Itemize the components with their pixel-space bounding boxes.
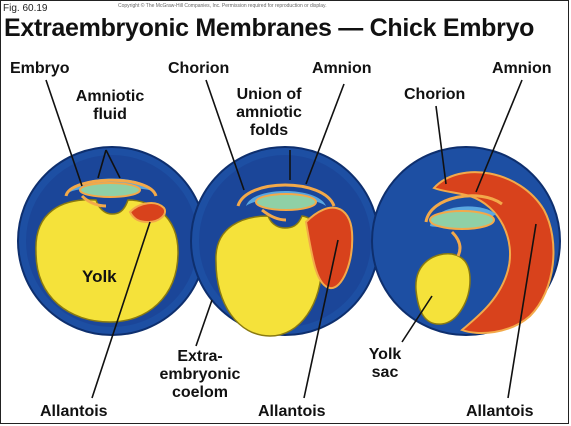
label-extraembryonic-line1: Extra- (150, 348, 250, 366)
label-allantois-1: Allantois (40, 403, 108, 421)
stage-2-diagram (191, 147, 379, 336)
stage-2-embryo (256, 194, 316, 210)
label-amniotic-fluid-line1: Amniotic (70, 88, 150, 106)
label-yolk-sac-line2: sac (360, 364, 410, 382)
label-yolk: Yolk (82, 267, 117, 287)
label-allantois-2: Allantois (258, 403, 326, 421)
leader-extraembryonic-coelom (196, 300, 212, 346)
stage-1-diagram (18, 147, 206, 335)
label-union-line2: amniotic (224, 104, 314, 122)
label-union-line3: folds (224, 122, 314, 140)
label-union-line1: Union of (224, 86, 314, 104)
stage-3-diagram (372, 147, 560, 335)
label-yolk-sac-line1: Yolk (360, 346, 410, 364)
label-amniotic-fluid-line2: fluid (70, 106, 150, 124)
label-extraembryonic-line2: embryonic (150, 366, 250, 384)
label-chorion-1: Chorion (168, 60, 229, 78)
label-extraembryonic-line3: coelom (150, 384, 250, 402)
stage-1-embryo (80, 183, 140, 197)
label-chorion-2: Chorion (404, 86, 465, 104)
label-amnion-2: Amnion (492, 60, 552, 78)
label-amnion-1: Amnion (312, 60, 372, 78)
stage-3-embryo (430, 211, 494, 229)
label-allantois-3: Allantois (466, 403, 534, 421)
label-embryo: Embryo (10, 60, 70, 78)
